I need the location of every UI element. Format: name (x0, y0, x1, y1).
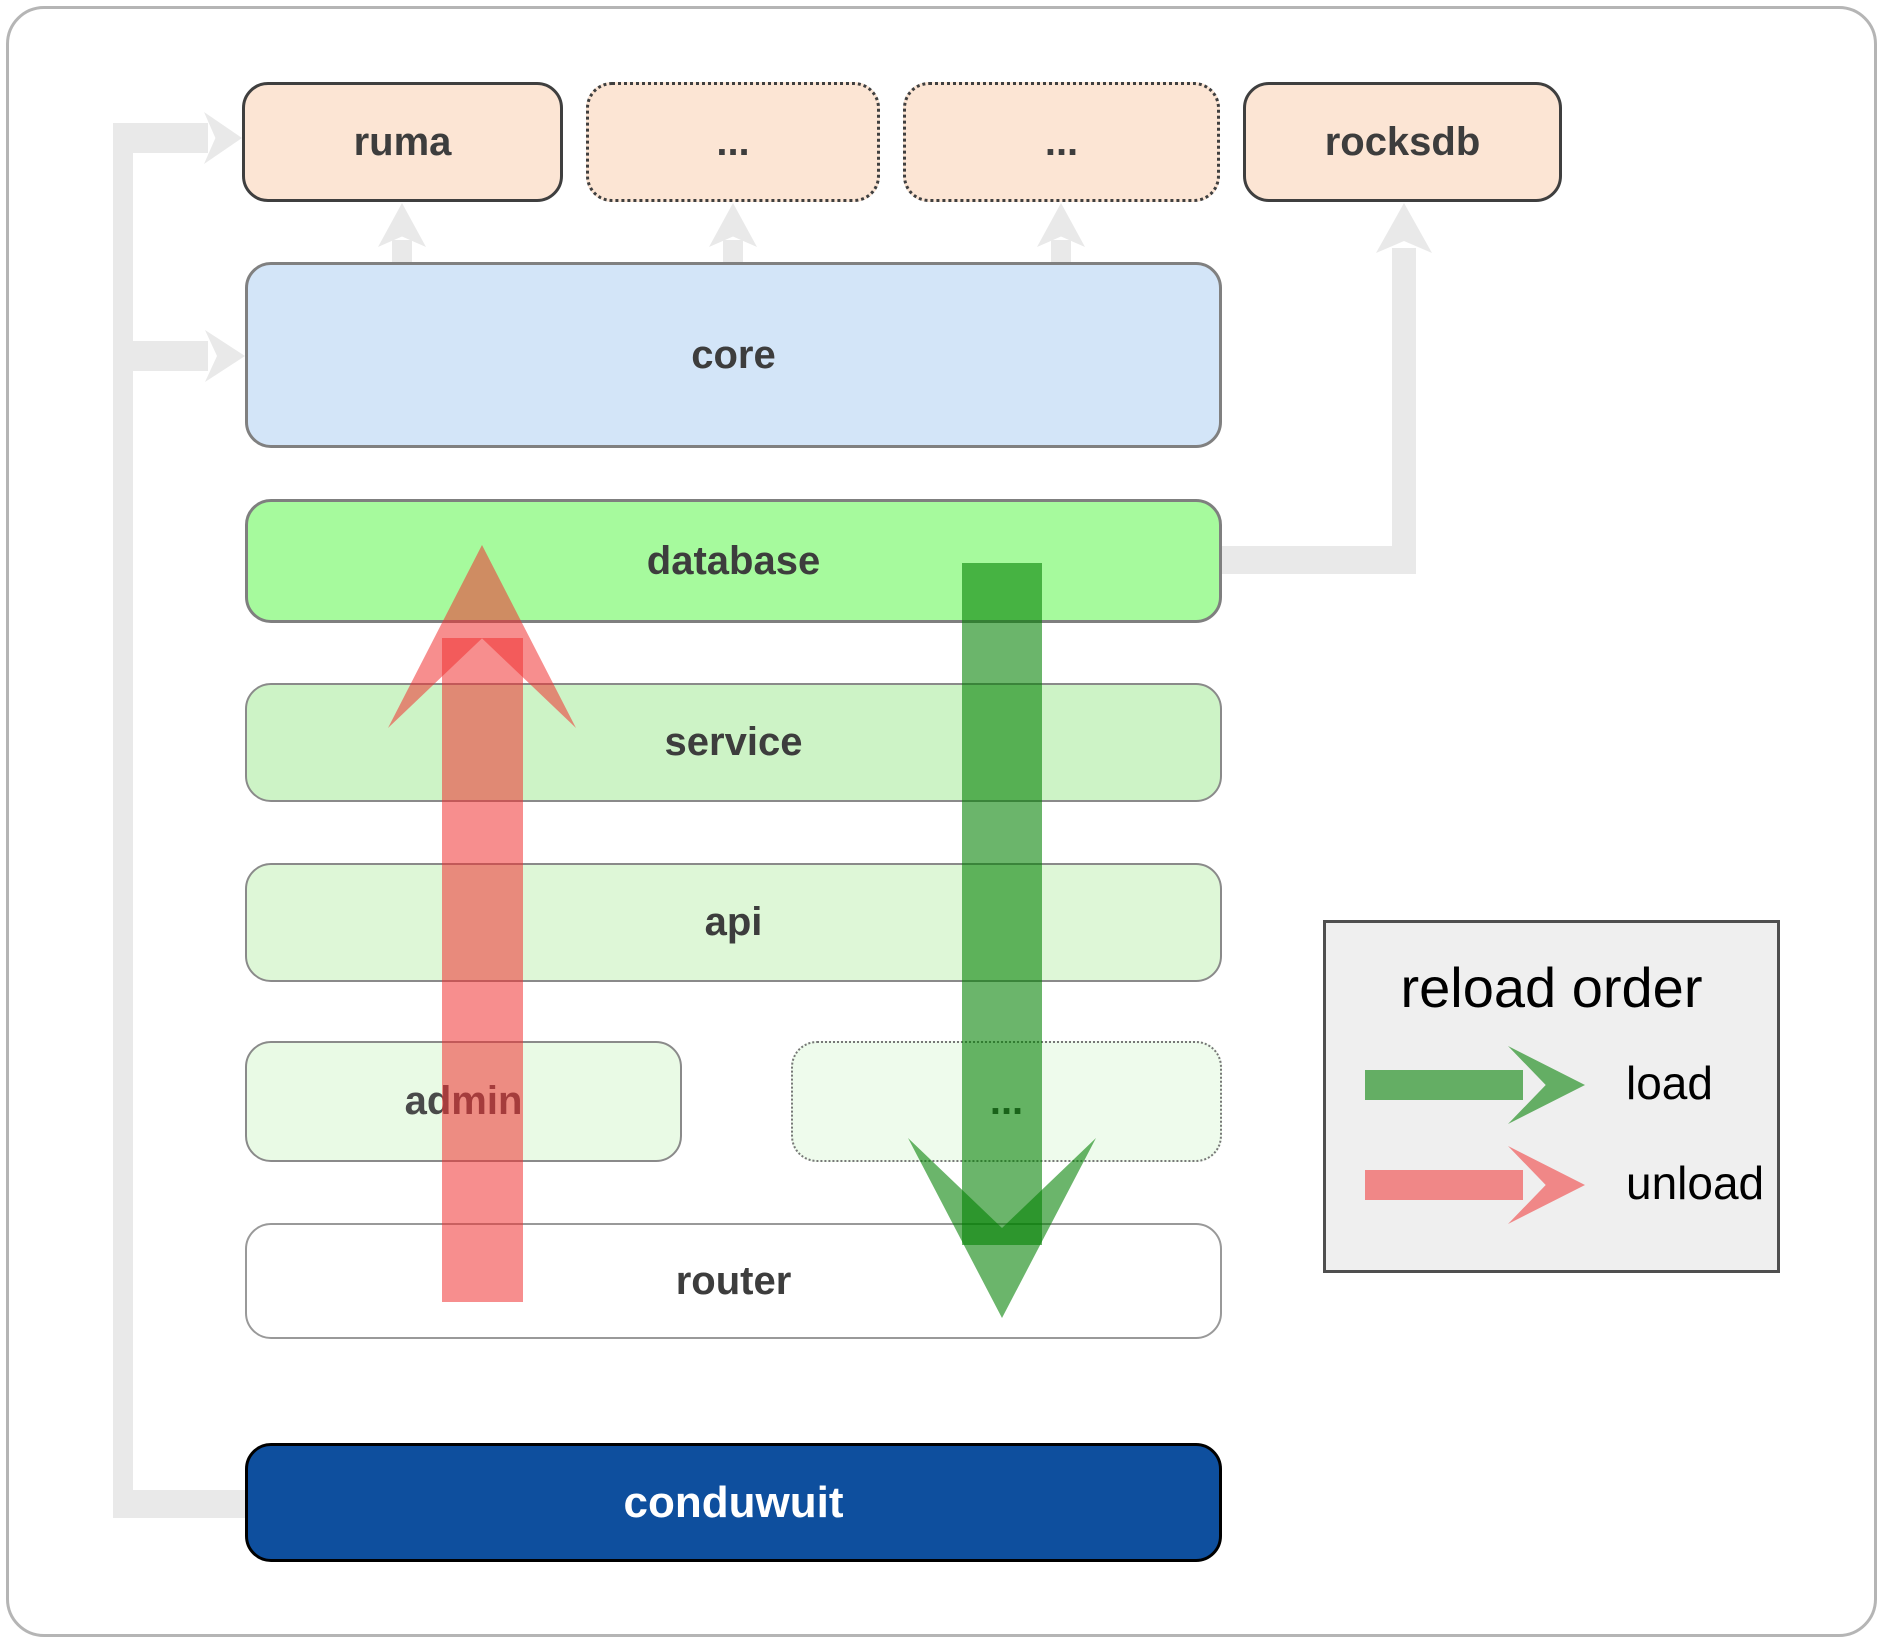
legend-panel: reload order load unload (1323, 920, 1780, 1273)
legend-load-label: load (1626, 1057, 1713, 1109)
legend-unload-arrow-shaft (1365, 1170, 1523, 1200)
database-to-rocksdb-hline (1216, 546, 1416, 574)
box-core: core (245, 262, 1222, 448)
box-database-label: database (646, 538, 821, 583)
box-router-label: router (675, 1258, 792, 1303)
core-to-ruma-shaft (392, 240, 412, 264)
box-service-label: service (664, 720, 803, 764)
trunk-to-core-line (133, 341, 208, 371)
load-arrow-shaft (962, 563, 1042, 1245)
box-api: api (245, 863, 1222, 982)
database-to-rocksdb-vline (1392, 248, 1416, 574)
box-placeholder-2: ... (903, 82, 1220, 202)
outer-frame (6, 6, 1877, 1637)
core-to-dots1-shaft (723, 240, 743, 264)
box-conduwuit-label: conduwuit (623, 1477, 844, 1527)
box-database: database (245, 499, 1222, 623)
box-ruma-label: ruma (353, 119, 452, 164)
box-service: service (245, 683, 1222, 802)
legend-title: reload order (1400, 956, 1703, 1019)
box-api-label: api (704, 900, 763, 944)
box-rocksdb-label: rocksdb (1324, 119, 1481, 164)
unload-arrow-shaft (442, 638, 523, 1302)
conduwuit-out-line (133, 1490, 247, 1518)
core-to-dots2-shaft (1051, 240, 1071, 264)
conduwuit-trunk-line (113, 123, 133, 1518)
box-conduwuit: conduwuit (245, 1443, 1222, 1562)
trunk-to-ruma-line (133, 123, 208, 153)
box-core-label: core (691, 332, 776, 377)
box-placeholder-1: ... (586, 82, 880, 202)
box-router: router (245, 1223, 1222, 1339)
box-placeholder-1-label: ... (716, 119, 750, 164)
box-placeholder-2-label: ... (1044, 119, 1079, 164)
legend-load-arrow-shaft (1365, 1070, 1523, 1100)
legend-unload-label: unload (1626, 1157, 1765, 1209)
box-rocksdb: rocksdb (1243, 82, 1562, 202)
box-ruma: ruma (242, 82, 563, 202)
